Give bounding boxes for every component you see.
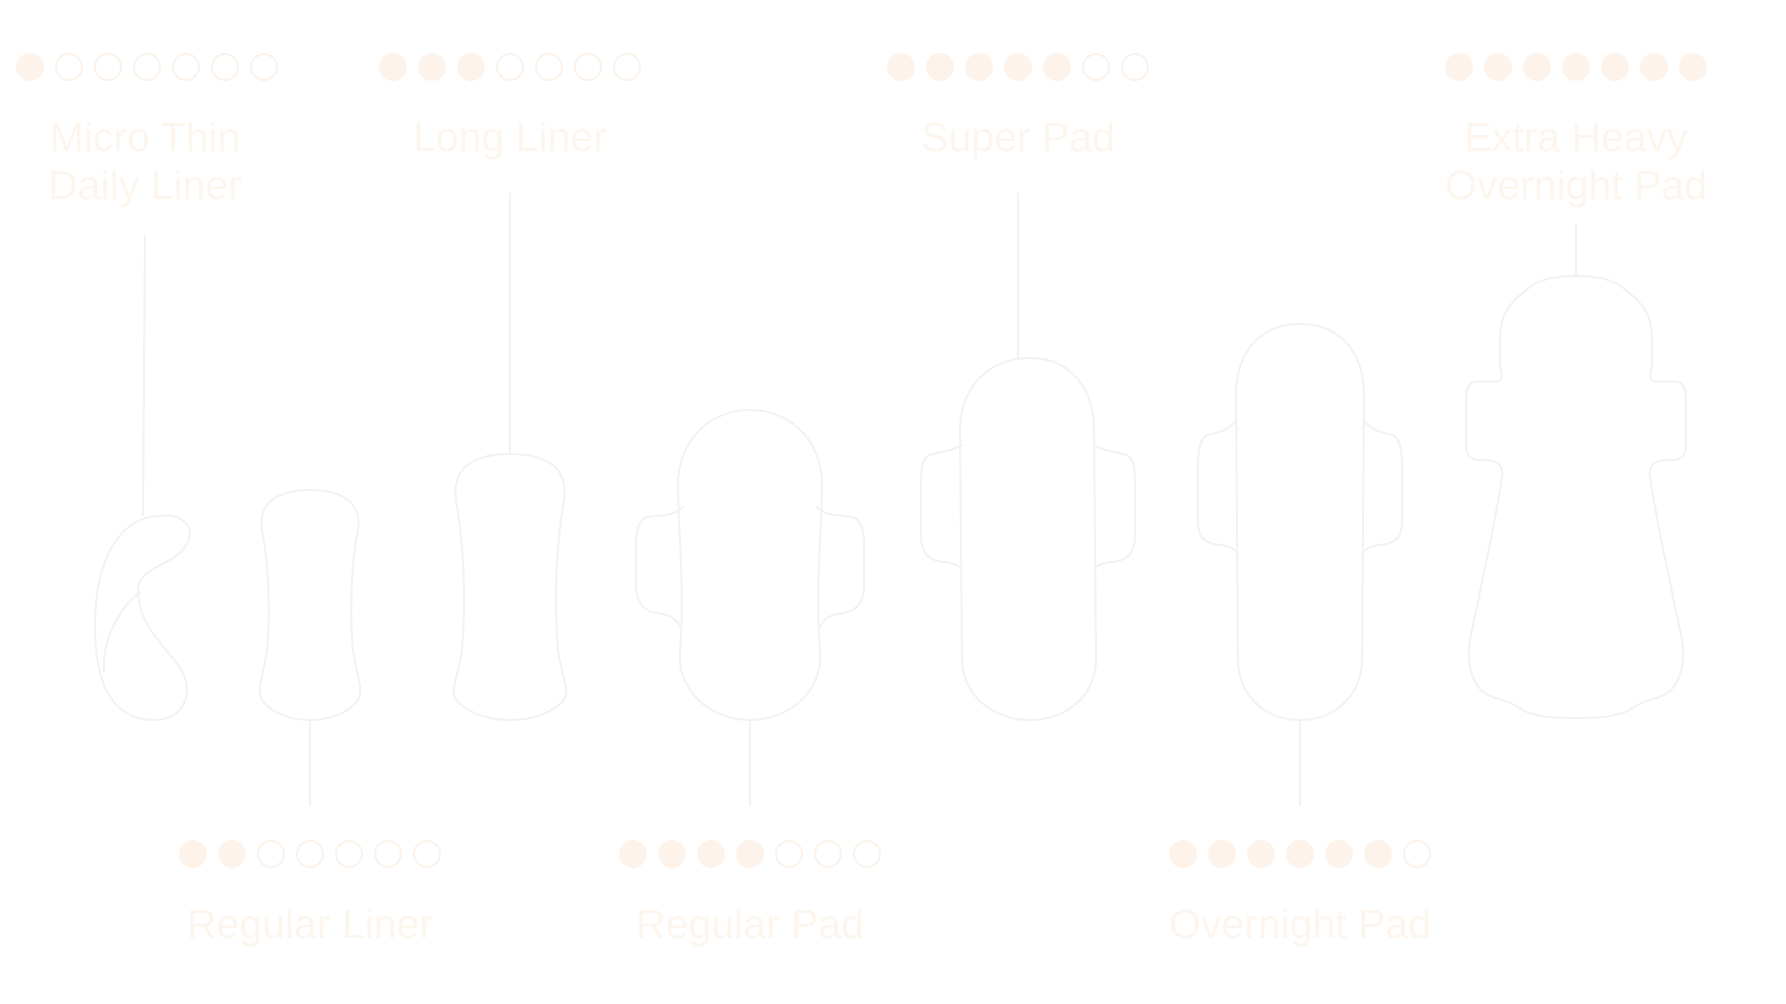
absorbency-dot-filled — [1364, 840, 1392, 868]
absorbency-dot-empty — [172, 53, 200, 81]
absorbency-dot-empty — [1121, 53, 1149, 81]
absorbency-dot-filled — [1043, 53, 1071, 81]
absorbency-rating-regular-pad — [619, 840, 881, 868]
label-line: Extra Heavy — [1464, 114, 1688, 160]
absorbency-dot-filled — [457, 53, 485, 81]
regular-liner-outline — [258, 489, 362, 721]
absorbency-dot-empty — [335, 840, 363, 868]
label-line: Overnight Pad — [1168, 901, 1432, 947]
absorbency-dot-empty — [296, 840, 324, 868]
absorbency-dot-filled — [697, 840, 725, 868]
absorbency-dot-empty — [853, 840, 881, 868]
absorbency-dot-filled — [1523, 53, 1551, 81]
label-line: Long Liner — [413, 114, 607, 160]
absorbency-dot-filled — [16, 53, 44, 81]
absorbency-rating-long-liner — [379, 53, 641, 81]
absorbency-dot-filled — [1640, 53, 1668, 81]
absorbency-dot-empty — [574, 53, 602, 81]
absorbency-rating-micro-thin-daily-liner — [16, 53, 278, 81]
absorbency-dot-empty — [613, 53, 641, 81]
absorbency-dot-filled — [1679, 53, 1707, 81]
absorbency-rating-regular-liner — [179, 840, 441, 868]
extra-heavy-overnight-pad-outline — [1465, 275, 1687, 719]
absorbency-dot-filled — [1208, 840, 1236, 868]
absorbency-dot-filled — [658, 840, 686, 868]
label-regular-pad: Regular Pad — [636, 900, 864, 948]
label-line: Daily Liner — [48, 162, 242, 208]
absorbency-dot-filled — [1286, 840, 1314, 868]
long-liner-outline — [452, 453, 568, 721]
absorbency-dot-filled — [926, 53, 954, 81]
absorbency-dot-empty — [535, 53, 563, 81]
absorbency-dot-empty — [257, 840, 285, 868]
absorbency-dot-empty — [413, 840, 441, 868]
micro-thin-daily-liner-outline — [94, 514, 191, 721]
absorbency-dot-empty — [133, 53, 161, 81]
absorbency-dot-filled — [418, 53, 446, 81]
absorbency-dot-filled — [1169, 840, 1197, 868]
label-overnight-pad: Overnight Pad — [1169, 900, 1431, 948]
absorbency-dot-filled — [1601, 53, 1629, 81]
absorbency-rating-extra-heavy-overnight-pad — [1445, 53, 1707, 81]
absorbency-dot-empty — [374, 840, 402, 868]
absorbency-dot-filled — [736, 840, 764, 868]
absorbency-dot-filled — [218, 840, 246, 868]
absorbency-dot-filled — [1247, 840, 1275, 868]
label-regular-liner: Regular Liner — [187, 900, 433, 948]
absorbency-rating-super-pad — [887, 53, 1149, 81]
absorbency-dot-filled — [1484, 53, 1512, 81]
regular-pad-left-wing — [635, 506, 684, 628]
connector-micro-thin-daily-liner — [142, 235, 146, 516]
absorbency-dot-empty — [1082, 53, 1110, 81]
absorbency-dot-filled — [887, 53, 915, 81]
super-pad-right-wing — [1093, 444, 1136, 571]
absorbency-dot-empty — [55, 53, 83, 81]
label-line: Overnight Pad — [1444, 162, 1708, 208]
overnight-pad-right-wing — [1361, 419, 1403, 556]
absorbency-dot-empty — [94, 53, 122, 81]
label-line: Micro Thin — [49, 114, 241, 160]
label-line: Super Pad — [921, 114, 1115, 160]
regular-pad-outline — [677, 409, 823, 721]
absorbency-dot-filled — [1562, 53, 1590, 81]
label-line: Regular Liner — [186, 901, 434, 947]
absorbency-dot-empty — [775, 840, 803, 868]
overnight-pad-left-wing — [1197, 419, 1239, 556]
label-long-liner: Long Liner — [413, 113, 607, 161]
absorbency-dot-filled — [1445, 53, 1473, 81]
absorbency-dot-filled — [965, 53, 993, 81]
super-pad-outline — [959, 357, 1097, 721]
absorbency-dot-filled — [1325, 840, 1353, 868]
absorbency-rating-overnight-pad — [1169, 840, 1431, 868]
label-extra-heavy-overnight-pad: Extra Heavy Overnight Pad — [1445, 113, 1707, 209]
label-line: Regular Pad — [636, 901, 864, 947]
absorbency-dot-filled — [1004, 53, 1032, 81]
absorbency-dot-filled — [619, 840, 647, 868]
regular-pad-right-wing — [816, 506, 865, 628]
absorbency-dot-empty — [250, 53, 278, 81]
micro-thin-daily-liner-inner-curve — [102, 591, 141, 673]
absorbency-dot-filled — [379, 53, 407, 81]
absorbency-dot-filled — [179, 840, 207, 868]
absorbency-dot-empty — [1403, 840, 1431, 868]
absorbency-dot-empty — [496, 53, 524, 81]
label-micro-thin-daily-liner: Micro Thin Daily Liner — [48, 113, 242, 209]
overnight-pad-outline — [1234, 323, 1366, 721]
label-super-pad: Super Pad — [921, 113, 1115, 161]
super-pad-left-wing — [920, 444, 963, 571]
absorbency-dot-empty — [211, 53, 239, 81]
absorbency-dot-empty — [814, 840, 842, 868]
